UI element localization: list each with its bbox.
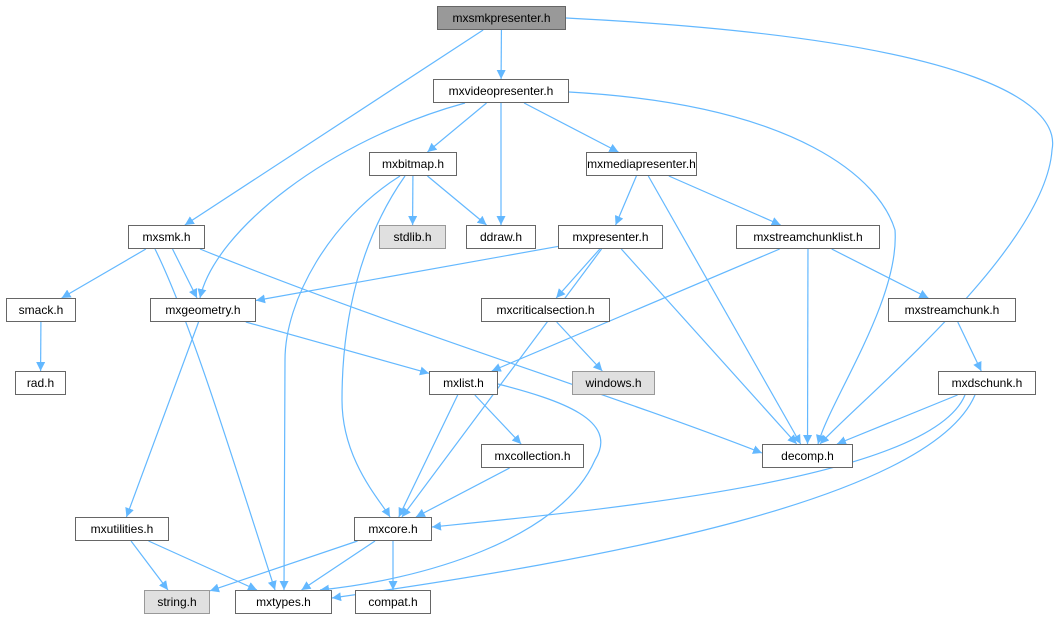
node-mxlist[interactable]: mxlist.h bbox=[429, 371, 498, 395]
node-mxstreamchunklist[interactable]: mxstreamchunklist.h bbox=[736, 225, 880, 249]
node-mxvideopresenter[interactable]: mxvideopresenter.h bbox=[433, 79, 569, 103]
node-mxcollection[interactable]: mxcollection.h bbox=[481, 444, 584, 468]
node-mxmediapresenter[interactable]: mxmediapresenter.h bbox=[586, 152, 697, 176]
node-mxtypes[interactable]: mxtypes.h bbox=[235, 590, 332, 614]
node-ddraw[interactable]: ddraw.h bbox=[466, 225, 536, 249]
node-mxstreamchunk[interactable]: mxstreamchunk.h bbox=[888, 298, 1016, 322]
edge-mxlist-to-mxcore bbox=[398, 394, 459, 518]
edge-mxpresenter-to-mxcore bbox=[401, 248, 603, 518]
edge-mxbitmap-to-mxcore bbox=[341, 175, 406, 518]
edge-mxcore-to-string bbox=[209, 540, 358, 593]
edge-mxutilities-to-mxtypes bbox=[148, 540, 258, 591]
node-compat[interactable]: compat.h bbox=[355, 590, 431, 614]
edge-mxsmkpresenter-to-mxsmk bbox=[184, 29, 484, 226]
edge-mxgeometry-to-mxutilities bbox=[125, 321, 200, 518]
node-mxutilities[interactable]: mxutilities.h bbox=[75, 517, 169, 541]
edge-mxpresenter-to-decomp bbox=[620, 248, 798, 445]
edge-mxvideopresenter-to-decomp bbox=[568, 91, 896, 445]
edge-mxgeometry-to-mxlist bbox=[245, 321, 430, 376]
edge-mxsmk-to-mxtypes bbox=[154, 248, 277, 591]
node-string[interactable]: string.h bbox=[144, 590, 210, 614]
node-mxgeometry[interactable]: mxgeometry.h bbox=[150, 298, 256, 322]
edge-mxdschunk-to-decomp bbox=[836, 394, 958, 445]
edge-mxvideopresenter-to-mxmediapresenter bbox=[523, 102, 619, 153]
edge-mxsmk-to-mxgeometry bbox=[171, 248, 198, 299]
node-windows[interactable]: windows.h bbox=[572, 371, 655, 395]
edge-mxdschunk-to-mxcore bbox=[431, 394, 966, 531]
edge-mxcore-to-mxtypes bbox=[301, 540, 376, 591]
node-mxcriticalsection[interactable]: mxcriticalsection.h bbox=[481, 298, 610, 322]
edge-mxutilities-to-string bbox=[130, 540, 169, 591]
edge-mxstreamchunk-to-mxdschunk bbox=[957, 321, 982, 372]
edge-mxcollection-to-mxcore bbox=[415, 467, 510, 518]
node-rad[interactable]: rad.h bbox=[15, 371, 66, 395]
edge-mxcriticalsection-to-windows bbox=[556, 321, 603, 372]
edge-mxlist-to-mxtypes bbox=[319, 383, 602, 594]
edge-mxsmk-to-decomp bbox=[199, 248, 763, 454]
edge-mxlist-to-mxcollection bbox=[474, 394, 522, 445]
edge-mxbitmap-to-ddraw bbox=[427, 175, 487, 226]
edge-mxvideopresenter-to-mxgeometry bbox=[197, 102, 466, 299]
node-decomp[interactable]: decomp.h bbox=[762, 444, 853, 468]
edge-mxstreamchunklist-to-mxlist bbox=[491, 248, 780, 372]
edge-mxvideopresenter-to-mxbitmap bbox=[427, 102, 487, 153]
edge-mxpresenter-to-mxgeometry bbox=[255, 245, 559, 304]
node-mxpresenter[interactable]: mxpresenter.h bbox=[558, 225, 663, 249]
node-mxbitmap[interactable]: mxbitmap.h bbox=[369, 152, 457, 176]
edge-mxmediapresenter-to-mxstreamchunklist bbox=[668, 175, 781, 226]
edge-mxdschunk-to-mxtypes bbox=[331, 394, 976, 602]
node-mxcore[interactable]: mxcore.h bbox=[354, 517, 432, 541]
node-mxsmk[interactable]: mxsmk.h bbox=[128, 225, 205, 249]
edge-mxbitmap-to-mxtypes bbox=[279, 175, 401, 591]
node-smack[interactable]: smack.h bbox=[6, 298, 76, 322]
edge-mxsmk-to-smack bbox=[61, 248, 147, 299]
node-mxsmkpresenter[interactable]: mxsmkpresenter.h bbox=[437, 6, 566, 30]
edge-mxpresenter-to-mxcriticalsection bbox=[555, 248, 601, 299]
node-stdlib[interactable]: stdlib.h bbox=[379, 225, 446, 249]
edge-mxmediapresenter-to-mxpresenter bbox=[614, 175, 637, 226]
edge-mxmediapresenter-to-decomp bbox=[647, 175, 802, 445]
node-mxdschunk[interactable]: mxdschunk.h bbox=[938, 371, 1036, 395]
edge-mxsmkpresenter-to-decomp bbox=[565, 17, 1054, 445]
edge-mxstreamchunklist-to-mxstreamchunk bbox=[831, 248, 929, 299]
